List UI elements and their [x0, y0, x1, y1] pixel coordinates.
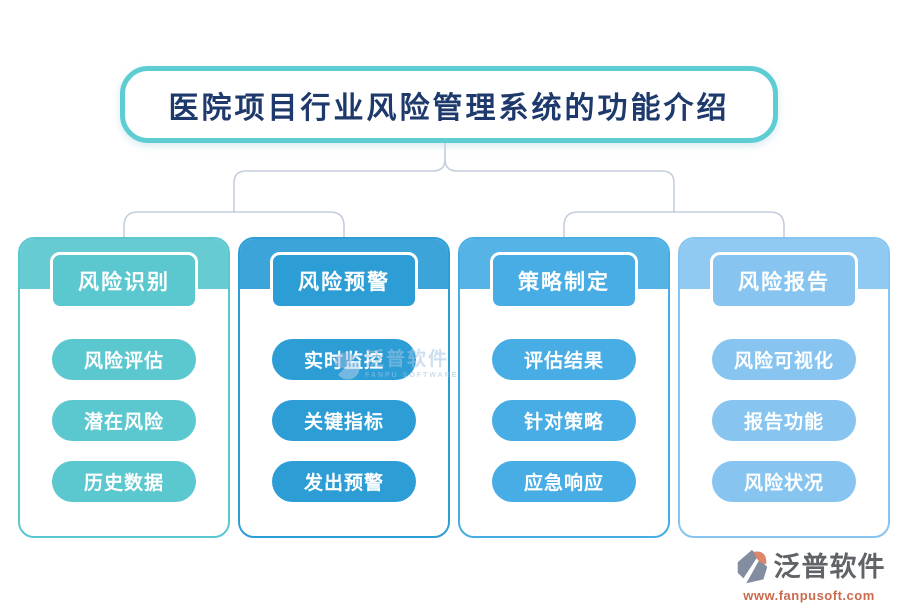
- title-box: 医院项目行业风险管理系统的功能介绍: [120, 66, 778, 143]
- feature-pill: 针对策略: [492, 400, 636, 441]
- feature-pill-label: 评估结果: [523, 351, 604, 372]
- function-card-strategy-formulation: 策略制定 评估结果 针对策略 应急响应: [458, 237, 670, 538]
- feature-pill-label: 实时监控: [303, 351, 384, 372]
- feature-pill-label: 关键指标: [303, 412, 384, 433]
- function-card-risk-identification: 风险识别 风险评估 潜在风险 历史数据: [18, 237, 230, 538]
- card-header-label: 风险预警: [298, 269, 390, 294]
- card-header: 风险预警: [270, 252, 418, 309]
- feature-pill-label: 应急响应: [523, 473, 604, 494]
- footer-logo-name: 泛普软件: [773, 551, 886, 582]
- card-header-label: 风险识别: [78, 269, 170, 294]
- feature-pill: 关键指标: [272, 400, 416, 441]
- feature-pill-label: 风险状况: [743, 473, 824, 494]
- feature-pill: 历史数据: [52, 461, 196, 502]
- feature-pill-label: 发出预警: [303, 473, 384, 494]
- feature-pill: 实时监控: [272, 339, 416, 380]
- page-title: 医院项目行业风险管理系统的功能介绍: [168, 91, 730, 125]
- card-header-label: 风险报告: [738, 269, 830, 294]
- feature-pill-label: 潜在风险: [83, 412, 164, 433]
- footer-logo: 泛普软件 www.fanpusoft.com: [728, 547, 890, 603]
- feature-pill: 评估结果: [492, 339, 636, 380]
- feature-pill: 风险评估: [52, 339, 196, 380]
- card-header: 风险识别: [50, 252, 198, 309]
- feature-pill: 潜在风险: [52, 400, 196, 441]
- function-card-risk-warning: 风险预警 实时监控 关键指标 发出预警: [238, 237, 450, 538]
- fanpu-logo-icon: [737, 549, 767, 584]
- feature-pill-label: 风险评估: [83, 351, 164, 372]
- card-header: 风险报告: [710, 252, 858, 309]
- feature-pill: 报告功能: [712, 400, 856, 441]
- connector-lines: [123, 143, 785, 238]
- connector-branch-right: [444, 158, 675, 213]
- connector-branch-left: [233, 158, 446, 213]
- cards-row: 风险识别 风险评估 潜在风险 历史数据 风险预警 实时监控 关键指标: [18, 237, 890, 538]
- feature-pill-label: 针对策略: [523, 412, 604, 433]
- feature-pill-label: 风险可视化: [733, 351, 834, 372]
- card-header: 策略制定: [490, 252, 638, 309]
- function-card-risk-report: 风险报告 风险可视化 报告功能 风险状况: [678, 237, 890, 538]
- footer-logo-url: www.fanpusoft.com: [743, 588, 875, 603]
- connector-brace-left: [123, 211, 345, 238]
- feature-pill: 发出预警: [272, 461, 416, 502]
- feature-pill-label: 历史数据: [83, 473, 164, 494]
- connector-brace-right: [563, 211, 785, 238]
- feature-pill-label: 报告功能: [743, 412, 824, 433]
- card-header-label: 策略制定: [518, 269, 610, 294]
- feature-pill: 风险可视化: [712, 339, 856, 380]
- feature-pill: 风险状况: [712, 461, 856, 502]
- feature-pill: 应急响应: [492, 461, 636, 502]
